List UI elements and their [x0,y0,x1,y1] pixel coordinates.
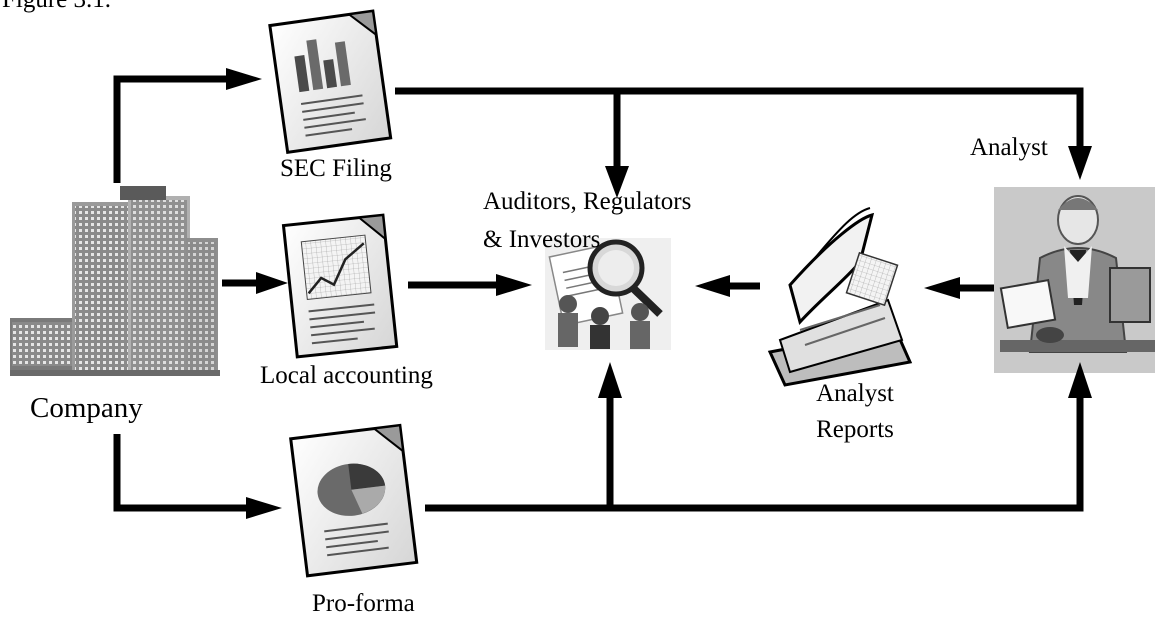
arrowhead-left [695,275,730,297]
pro-forma-label: Pro-forma [312,590,415,617]
figure-caption: Figure 3.1. [2,0,111,14]
arrowhead-down [1068,146,1092,180]
arrow-heads [226,68,1092,519]
arrowhead-right [246,497,282,519]
company-label: Company [30,392,143,424]
arrow-company-to-sec-filing [113,75,228,183]
magnifying-glass-team-icon [545,238,671,350]
arrowhead-up [598,362,622,398]
local-accounting-label: Local accounting [260,362,433,389]
pie-chart-document-icon [289,423,419,578]
arrowhead-left [924,277,960,299]
bar-chart-document-icon [268,9,393,155]
audience-label-line2: & Investors [483,226,601,253]
arrow-pro-forma-to-analyst [425,396,1084,512]
flow-arrows [113,75,1084,512]
arrow-company-to-pro-forma [113,434,248,512]
analyst-label: Analyst [970,134,1048,161]
stacked-reports-icon [767,207,913,387]
arrowhead-right [496,274,532,296]
analyst-reports-label-line2: Reports [816,416,894,443]
analyst-at-desk-icon [994,187,1155,373]
arrowhead-down [605,166,629,198]
arrowhead-right [256,272,288,294]
arrow-sec-filing-to-analyst [395,87,1084,148]
line-chart-document-icon [281,213,399,359]
analyst-reports-label-line1: Analyst [816,380,894,407]
office-building-icon [10,186,220,376]
arrowhead-up [1068,362,1092,398]
audience-label-line1: Auditors, Regulators [483,188,692,215]
sec-filing-label: SEC Filing [280,155,392,182]
arrowhead-right [226,68,262,90]
